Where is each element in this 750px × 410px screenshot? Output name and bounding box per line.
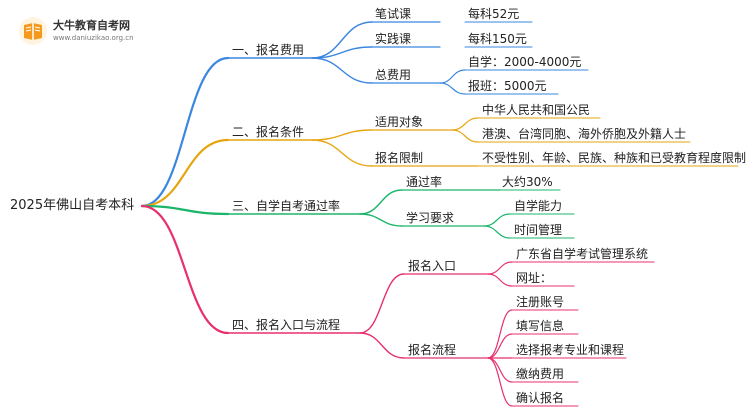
node-written-course: 笔试课: [375, 7, 412, 21]
node-time-management: 时间管理: [514, 223, 563, 237]
connector-total-self: [439, 69, 466, 84]
connector-step-fill: [487, 333, 513, 359]
step-select-major: 选择报考专业和课程: [516, 343, 625, 357]
node-class-fee: 报班：5000元: [468, 79, 547, 93]
branch-entry-process: 四、报名入口与流程: [232, 318, 341, 332]
step-fill-info: 填写信息: [516, 319, 565, 333]
connector-study: [359, 213, 403, 227]
book-logo-icon: [19, 17, 47, 45]
node-citizens: 中华人民共和国公民: [482, 103, 591, 117]
step-confirm: 确认报名: [516, 391, 565, 405]
node-process: 报名流程: [408, 343, 457, 357]
connector-entry-url: [487, 273, 513, 287]
branch-fees: 一、报名费用: [232, 43, 305, 57]
connector-total-class: [439, 82, 466, 95]
node-total-fee: 总费用: [375, 68, 412, 82]
connector-eligible-citizens: [451, 117, 479, 131]
logo-url: www.daniuzikao.org.cn: [53, 34, 134, 42]
logo-name: 大牛教育自考网: [53, 19, 130, 32]
node-entry-system: 广东省自学考试管理系统: [516, 247, 649, 261]
connector-fees-total: [311, 57, 373, 84]
connector-root-requirements: [140, 138, 230, 208]
connector-req-limit: [311, 139, 373, 167]
node-eligible-persons: 适用对象: [375, 115, 424, 129]
node-written-course-fee: 每科52元: [468, 7, 520, 21]
connector-step-pay: [487, 357, 513, 383]
connector-step-register: [487, 309, 513, 359]
connector-root-pass-rate: [140, 204, 230, 216]
connector-process: [359, 332, 405, 359]
connector-entry-system: [487, 261, 513, 275]
node-practice-course: 实践课: [375, 32, 412, 46]
node-pass-rate-value: 大约30%: [502, 175, 553, 189]
connector-step-confirm: [487, 357, 513, 407]
step-pay-fee: 缴纳费用: [516, 367, 565, 381]
connector-entry: [359, 273, 405, 334]
connector-pass-rate: [359, 189, 403, 215]
connector-study-self: [483, 213, 511, 227]
node-restrictions: 报名限制: [375, 151, 424, 165]
node-pass-rate: 通过率: [406, 175, 443, 189]
connector-req-eligible: [311, 129, 373, 141]
connector-fees-practice: [311, 46, 373, 59]
node-entry-url: 网址：: [516, 271, 553, 285]
connector-root-entry: [140, 204, 230, 335]
connector-study-time: [483, 225, 511, 239]
node-overseas: 港澳、台湾同胞、海外侨胞及外籍人士: [482, 127, 687, 141]
connector-root-fees: [140, 56, 230, 208]
step-register-account: 注册账号: [516, 295, 565, 309]
node-entry: 报名入口: [408, 259, 457, 273]
root-topic: 2025年佛山自考本科: [10, 198, 135, 213]
connector-eligible-overseas: [451, 129, 479, 143]
branch-pass-rate: 三、自学自考通过率: [232, 199, 341, 213]
node-no-restriction: 不受性别、年龄、民族、种族和已受教育程度限制: [482, 151, 747, 165]
node-self-learning: 自学能力: [514, 199, 563, 213]
node-self-study-fee: 自学：2000-4000元: [468, 55, 582, 69]
node-practice-course-fee: 每科150元: [468, 32, 527, 46]
node-study-requirements: 学习要求: [406, 211, 455, 225]
branch-requirements: 二、报名条件: [232, 125, 305, 139]
